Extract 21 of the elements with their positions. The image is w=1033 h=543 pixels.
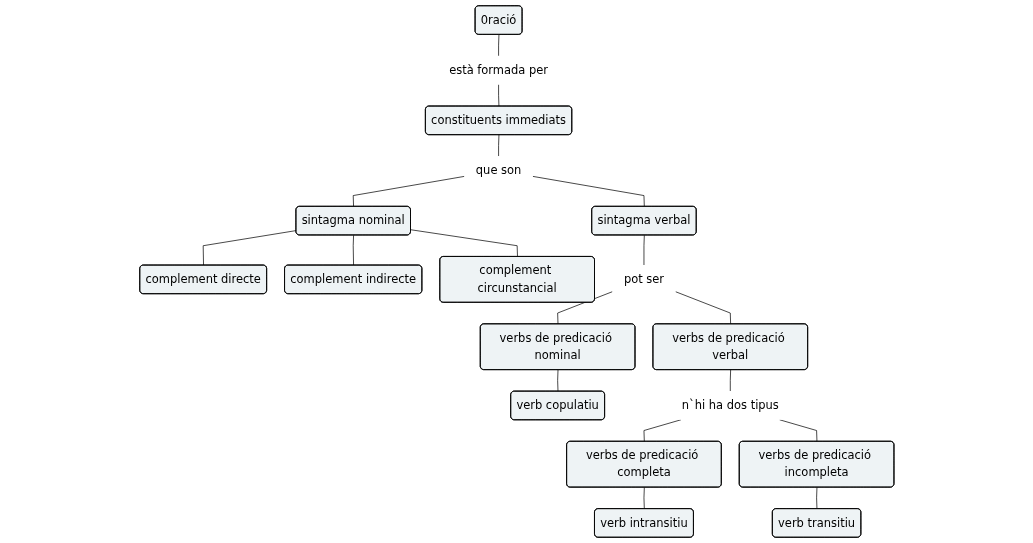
connector [556, 369, 558, 392]
connector [643, 419, 681, 442]
connector [674, 291, 731, 325]
connector [643, 234, 645, 266]
connector [202, 230, 297, 266]
connector [815, 487, 817, 510]
connector [778, 419, 817, 442]
connector [497, 34, 499, 57]
connector [556, 291, 613, 325]
connector [643, 487, 645, 510]
connector [352, 176, 465, 207]
node-text: pot ser [623, 272, 664, 286]
node-text: que son [475, 163, 521, 177]
node-text: n`hi ha dos tipus [681, 398, 779, 412]
connector [352, 234, 354, 266]
connector [729, 369, 731, 392]
connector [532, 176, 645, 207]
connector [410, 229, 518, 258]
connector [497, 84, 499, 107]
connector [497, 134, 499, 157]
node-text: està formada per [448, 63, 548, 77]
